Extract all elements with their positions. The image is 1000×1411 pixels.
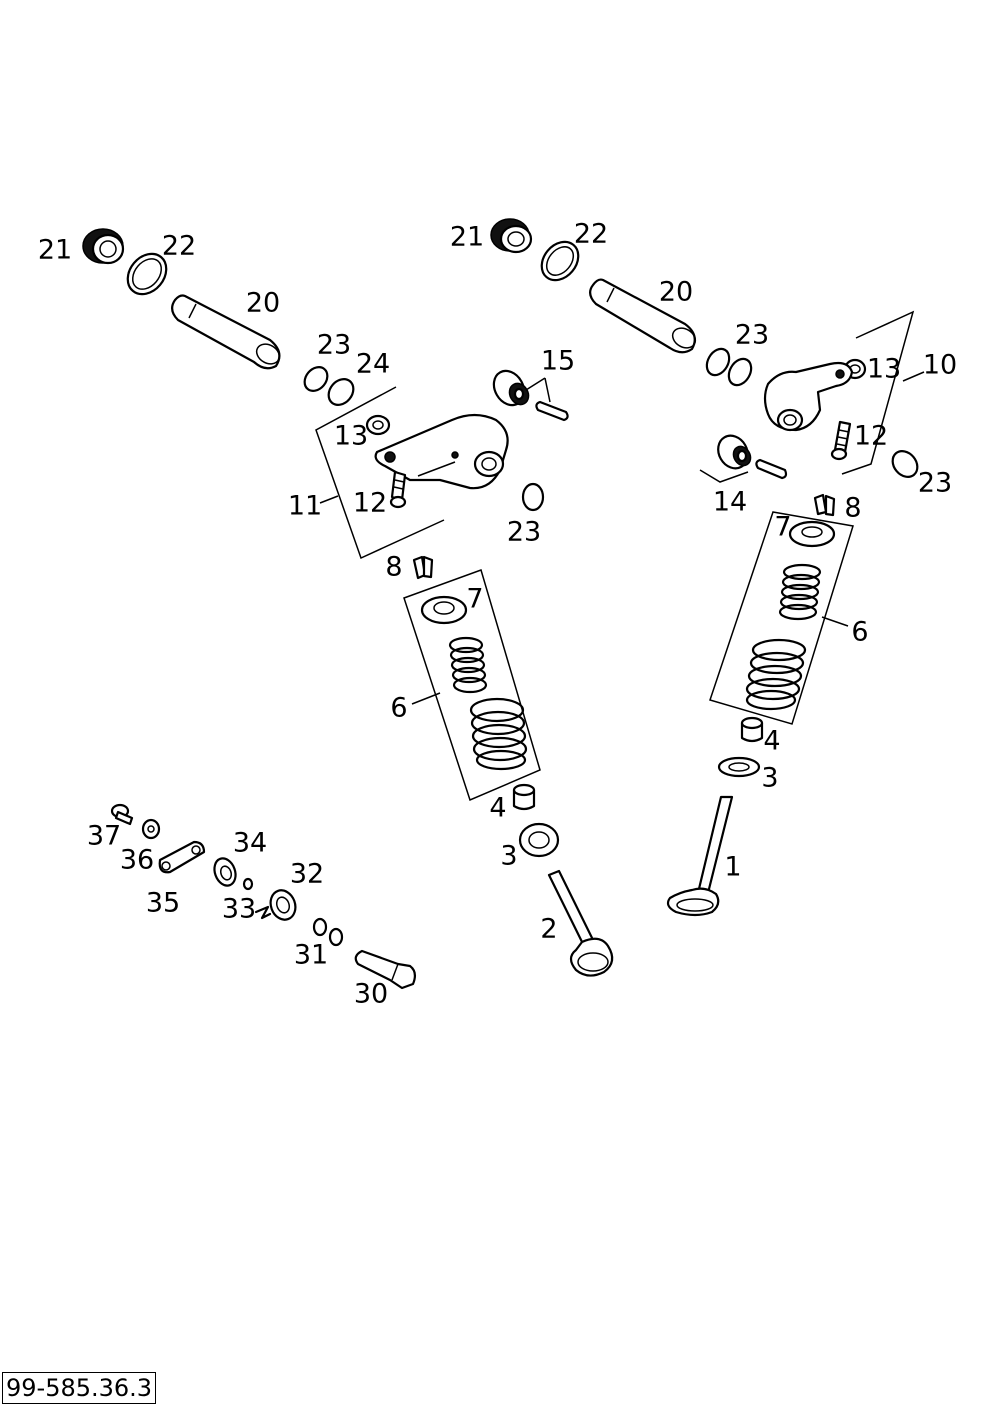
label-22-left: 22 xyxy=(162,231,196,262)
label-30: 30 xyxy=(354,979,388,1010)
part-12-screw-right xyxy=(830,420,852,461)
part-1-valve xyxy=(666,795,734,917)
label-13-left: 13 xyxy=(334,421,368,452)
label-13-right: 13 xyxy=(867,354,901,385)
part-37-bolt xyxy=(110,803,134,826)
part-13-nut-left xyxy=(365,414,391,436)
part-32-bushing xyxy=(269,889,297,921)
leader-lines xyxy=(319,371,925,705)
label-23-right-upper: 23 xyxy=(735,320,769,351)
label-31: 31 xyxy=(294,940,328,971)
part-33-spring-clip xyxy=(242,877,272,920)
part-12-screw-left xyxy=(389,470,407,509)
label-4-left: 4 xyxy=(489,793,506,824)
part-30-shaft xyxy=(354,949,417,990)
part-14-roller-pin xyxy=(699,434,788,483)
group-frame-6-left xyxy=(403,569,541,802)
label-8-left: 8 xyxy=(385,552,402,583)
label-2: 2 xyxy=(540,914,557,945)
label-24: 24 xyxy=(356,349,390,380)
label-23-left-upper: 23 xyxy=(317,330,351,361)
label-6-left: 6 xyxy=(390,693,407,724)
part-21-nut-right xyxy=(490,218,533,254)
part-4-seal-right xyxy=(740,716,764,743)
label-3-right: 3 xyxy=(761,763,778,794)
reference-code: 99-585.36.3 xyxy=(2,1372,157,1404)
label-36: 36 xyxy=(120,845,154,876)
label-34: 34 xyxy=(233,828,267,859)
part-6-springs-left xyxy=(448,636,528,771)
label-8-right: 8 xyxy=(844,493,861,524)
part-4-seal-left xyxy=(512,783,536,811)
label-11: 11 xyxy=(288,491,322,522)
label-1: 1 xyxy=(724,852,741,883)
label-21-left: 21 xyxy=(38,235,72,266)
part-34-washer xyxy=(213,857,237,887)
part-23-rings-right-upper xyxy=(705,347,753,387)
label-7-right: 7 xyxy=(774,512,791,543)
part-35-link-plate xyxy=(158,840,206,874)
part-15-roller-pin xyxy=(492,369,569,422)
label-23-right-lower: 23 xyxy=(918,468,952,499)
part-8-collets-right xyxy=(813,493,836,517)
label-15: 15 xyxy=(541,346,575,377)
label-6-right: 6 xyxy=(851,617,868,648)
label-3-left: 3 xyxy=(500,841,517,872)
label-7-left: 7 xyxy=(466,584,483,615)
label-14: 14 xyxy=(713,487,747,518)
label-33: 33 xyxy=(222,894,256,925)
group-frame-11 xyxy=(315,386,445,560)
part-3-washer-left xyxy=(518,822,560,858)
part-8-collets-left xyxy=(412,555,434,580)
part-31-rings xyxy=(312,917,344,947)
label-20-left: 20 xyxy=(246,288,280,319)
label-21-right: 21 xyxy=(450,222,484,253)
group-frame-6-right xyxy=(709,511,854,725)
part-11-rocker-arm xyxy=(374,413,509,490)
label-10: 10 xyxy=(923,350,957,381)
part-6-springs-right xyxy=(745,563,822,711)
part-2-valve xyxy=(547,869,614,977)
label-22-right: 22 xyxy=(574,219,608,250)
label-12-left: 12 xyxy=(353,488,387,519)
part-20-shaft-left xyxy=(171,294,281,370)
part-20-shaft-right xyxy=(589,278,697,354)
label-37: 37 xyxy=(87,821,121,852)
part-36-washer xyxy=(141,818,161,840)
part-23-ring-left-lower xyxy=(521,482,545,512)
part-22-ring-right xyxy=(540,240,580,282)
part-3-washer-right xyxy=(717,756,761,778)
part-7-retainer-right xyxy=(788,520,836,548)
label-23-left-lower: 23 xyxy=(507,517,541,548)
part-7-retainer-left xyxy=(420,595,468,625)
label-20-right: 20 xyxy=(659,277,693,308)
label-4-right: 4 xyxy=(763,726,780,757)
part-10-rocker-arm xyxy=(763,361,854,432)
part-23-ring-right-lower xyxy=(891,450,919,478)
part-22-ring-left xyxy=(126,252,168,296)
label-12-right: 12 xyxy=(854,421,888,452)
group-frame-10 xyxy=(841,310,915,475)
label-32: 32 xyxy=(290,859,324,890)
label-35: 35 xyxy=(146,888,180,919)
part-24-ring xyxy=(327,378,355,406)
part-21-nut-left xyxy=(82,228,125,265)
part-23-ring-left-upper xyxy=(303,366,329,392)
